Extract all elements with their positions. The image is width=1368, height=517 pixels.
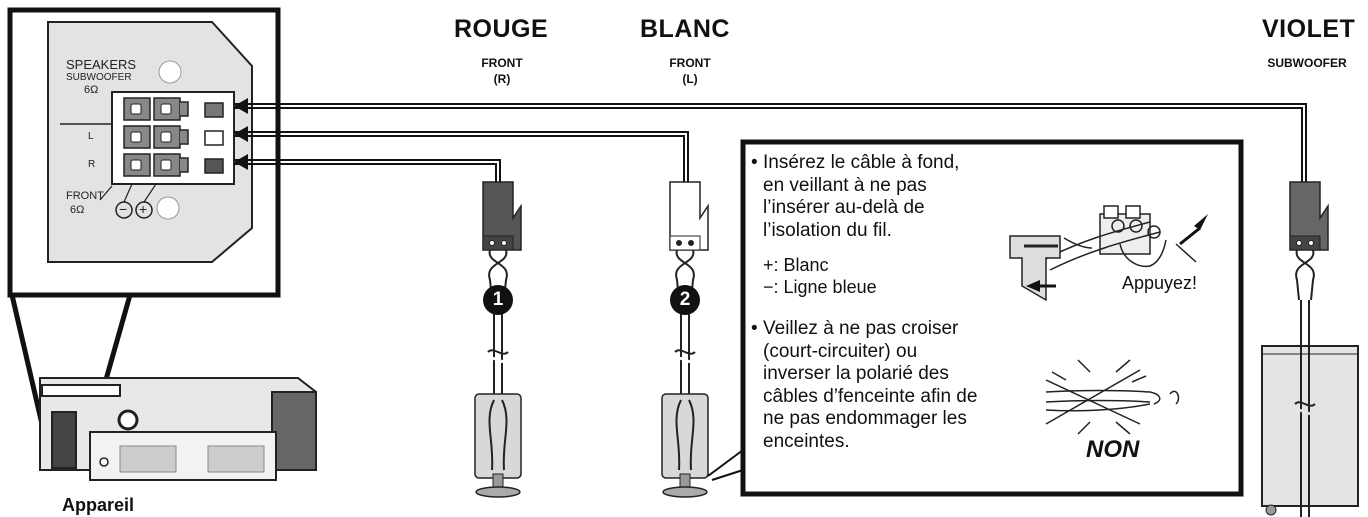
crossed-wires-illustration-icon — [1045, 359, 1180, 435]
marker-number-1: 1 — [492, 289, 504, 310]
color-label-blanc: BLANC — [640, 15, 730, 43]
panel-row-l: L — [88, 131, 94, 142]
front-right-speaker-icon — [474, 181, 522, 498]
panel-plus-symbol: + — [139, 201, 148, 217]
panel-row-r: R — [88, 159, 96, 170]
main-unit-icon — [39, 377, 317, 481]
subwoofer-icon — [1261, 181, 1359, 517]
front-left-speaker-icon — [661, 181, 709, 498]
wire-insert-illustration-icon — [1009, 205, 1197, 302]
polarity-minus: −: Ligne bleue — [763, 277, 877, 297]
unit-label: Appareil — [62, 495, 135, 515]
speaker-wires — [234, 103, 1307, 182]
tip-no-short-circuit: • Veillez à ne pas croiser (court-circui… — [751, 318, 978, 452]
no-label: NON — [1086, 436, 1140, 463]
insert-arrows — [1026, 214, 1208, 292]
tip-full-insertion: • Insérez le câble à fond, en veillant à… — [751, 152, 960, 241]
position-label-front-l: FRONT (L) — [669, 56, 711, 86]
panel-sub-ohm: 6Ω — [84, 84, 99, 96]
color-label-violet: VIOLET — [1262, 15, 1356, 43]
panel-subwoofer-label: SUBWOOFER — [66, 72, 132, 83]
marker-number-2: 2 — [679, 289, 691, 310]
panel-front-ohm: 6Ω — [70, 204, 85, 216]
color-label-rouge: ROUGE — [454, 15, 549, 43]
panel-speakers-label: SPEAKERS — [66, 57, 137, 72]
speaker-terminal-panel-icon — [47, 21, 253, 263]
panel-front-label: FRONT — [66, 190, 104, 202]
polarity-plus: +: Blanc — [763, 255, 829, 275]
panel-minus-symbol: − — [119, 201, 128, 217]
position-label-subwoofer: SUBWOOFER — [1267, 56, 1347, 70]
instruction-callout — [707, 139, 1244, 497]
position-label-front-r: FRONT (R) — [481, 56, 523, 86]
press-label: Appuyez! — [1122, 273, 1198, 293]
